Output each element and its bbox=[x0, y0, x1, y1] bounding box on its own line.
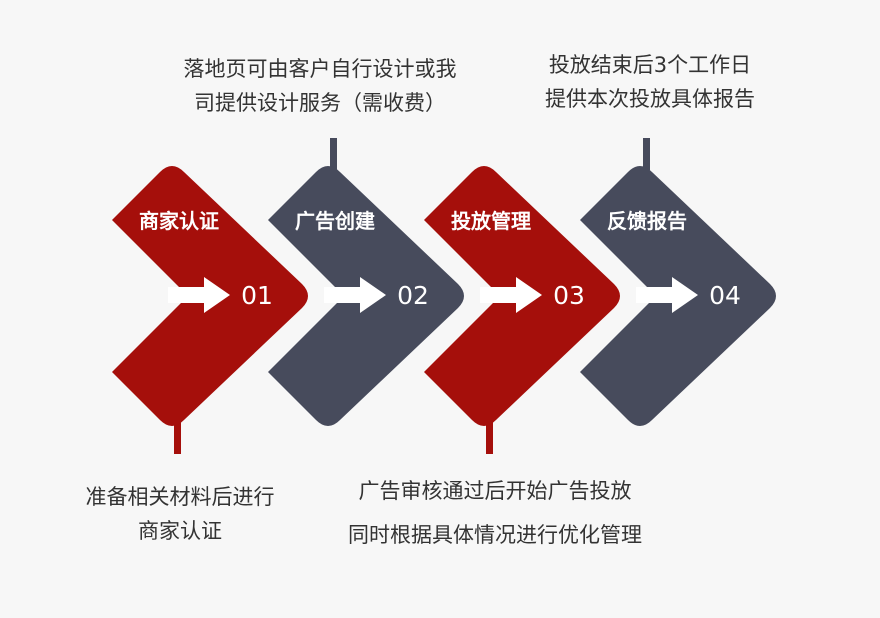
note-line: 落地页可由客户自行设计或我 bbox=[183, 57, 457, 81]
note-merchant-verification: 准备相关材料后进行 商家认证 bbox=[40, 480, 320, 548]
note-line: 投放结束后3个工作日 bbox=[548, 53, 752, 77]
step-02-title: 广告创建 bbox=[295, 209, 375, 233]
note-line: 广告审核通过后开始广告投放 bbox=[358, 479, 632, 503]
note-landing-page-design: 落地页可由客户自行设计或我 司提供设计服务（需收费） bbox=[140, 52, 500, 120]
note-report-delivery: 投放结束后3个工作日 提供本次投放具体报告 bbox=[510, 48, 790, 116]
note-ad-delivery-management: 广告审核通过后开始广告投放 同时根据具体情况进行优化管理 bbox=[300, 478, 690, 549]
step-01-number: 01 bbox=[241, 281, 273, 310]
step-04-number: 04 bbox=[709, 281, 741, 310]
step-03-number: 03 bbox=[553, 281, 585, 310]
connector-line-step-01 bbox=[174, 420, 181, 454]
arrow-icon-step-01 bbox=[168, 277, 230, 313]
note-line: 提供本次投放具体报告 bbox=[545, 87, 755, 111]
note-line: 司提供设计服务（需收费） bbox=[194, 91, 446, 115]
note-line: 同时根据具体情况进行优化管理 bbox=[348, 523, 642, 547]
note-line: 商家认证 bbox=[138, 519, 222, 543]
arrow-icon-step-03 bbox=[480, 277, 542, 313]
connector-line-step-02 bbox=[330, 138, 337, 170]
step-03-title: 投放管理 bbox=[451, 209, 531, 233]
connector-line-step-04 bbox=[643, 138, 650, 170]
arrow-icon-step-04 bbox=[636, 277, 698, 313]
note-line: 准备相关材料后进行 bbox=[85, 485, 275, 509]
arrow-icon-step-02 bbox=[324, 277, 386, 313]
step-01-title: 商家认证 bbox=[139, 209, 219, 233]
connector-line-step-03 bbox=[486, 420, 493, 454]
step-02-number: 02 bbox=[397, 281, 429, 310]
step-04-title: 反馈报告 bbox=[607, 209, 687, 233]
